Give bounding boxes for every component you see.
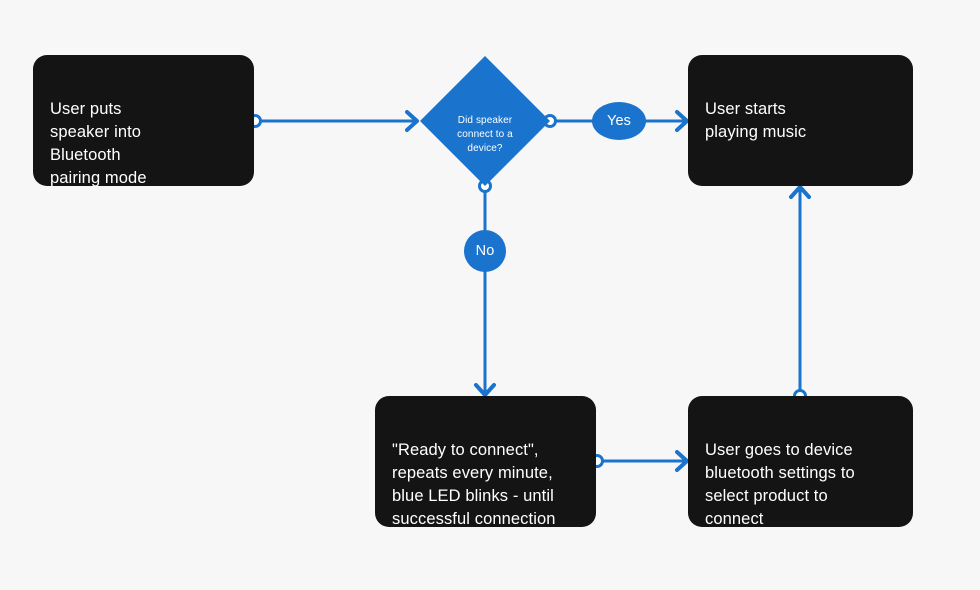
node-start[interactable]: User puts speaker into Bluetooth pairing…	[33, 55, 254, 187]
node-ready-to-connect[interactable]: "Ready to connect", repeats every minute…	[375, 396, 596, 528]
edge-settings-to-play-music[interactable]	[789, 185, 811, 403]
edge-start-to-decision[interactable]	[248, 110, 419, 132]
edge-label-no[interactable]: No	[464, 230, 506, 272]
edge-ready-to-settings[interactable]	[590, 450, 689, 472]
edge-decision-to-ready[interactable]	[474, 179, 496, 397]
node-device-settings-label: User goes to device bluetooth settings t…	[705, 441, 855, 528]
node-play-music-label: User starts playing music	[705, 100, 807, 141]
edge-label-yes[interactable]: Yes	[592, 102, 646, 140]
node-ready-to-connect-label: "Ready to connect", repeats every minute…	[392, 441, 556, 528]
node-play-music[interactable]: User starts playing music	[688, 55, 913, 186]
node-decision-label: Did speaker connect to a device?	[457, 115, 513, 154]
decision-node-shape[interactable]	[420, 56, 550, 186]
node-device-settings[interactable]: User goes to device bluetooth settings t…	[688, 396, 913, 528]
node-start-label: User puts speaker into Bluetooth pairing…	[50, 100, 147, 187]
